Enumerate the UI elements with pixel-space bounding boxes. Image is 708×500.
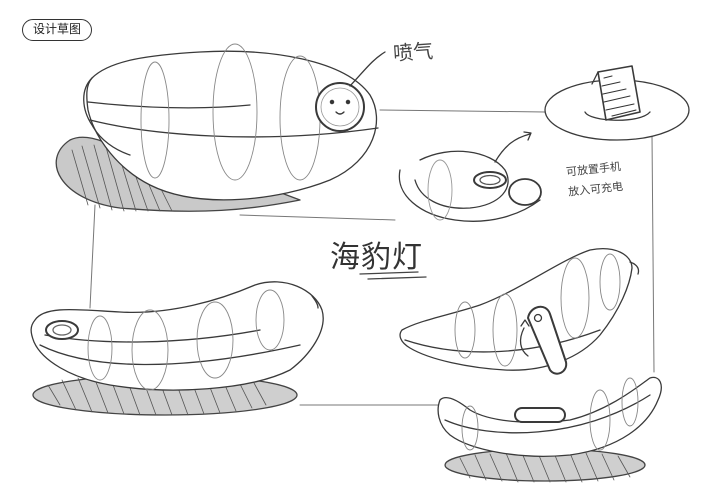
seal-sketch-bottom-left <box>30 281 324 416</box>
annotation-spray: 喷气 <box>392 38 434 66</box>
product-title: 海豹灯 <box>330 240 423 275</box>
seal-2-body <box>30 281 324 391</box>
seal-sketch-top-left <box>55 43 386 212</box>
seal-1-face <box>315 82 365 132</box>
title-underline <box>359 271 427 280</box>
seal-3-body <box>399 248 633 371</box>
seal-4-body <box>437 376 662 457</box>
seal-sketch-bottom-right <box>437 376 662 483</box>
phone-holder-sketch <box>544 65 690 141</box>
connector-lines <box>89 109 655 406</box>
seal-sketch-right <box>399 248 640 375</box>
seal-2-hole <box>45 320 79 340</box>
sketch-tag-label: 设计草图 <box>22 19 92 41</box>
phone-shape <box>597 65 641 121</box>
seal-4-slot <box>514 407 566 423</box>
seal-3-switch <box>527 305 568 375</box>
seal-sketch-center-small <box>398 131 542 222</box>
